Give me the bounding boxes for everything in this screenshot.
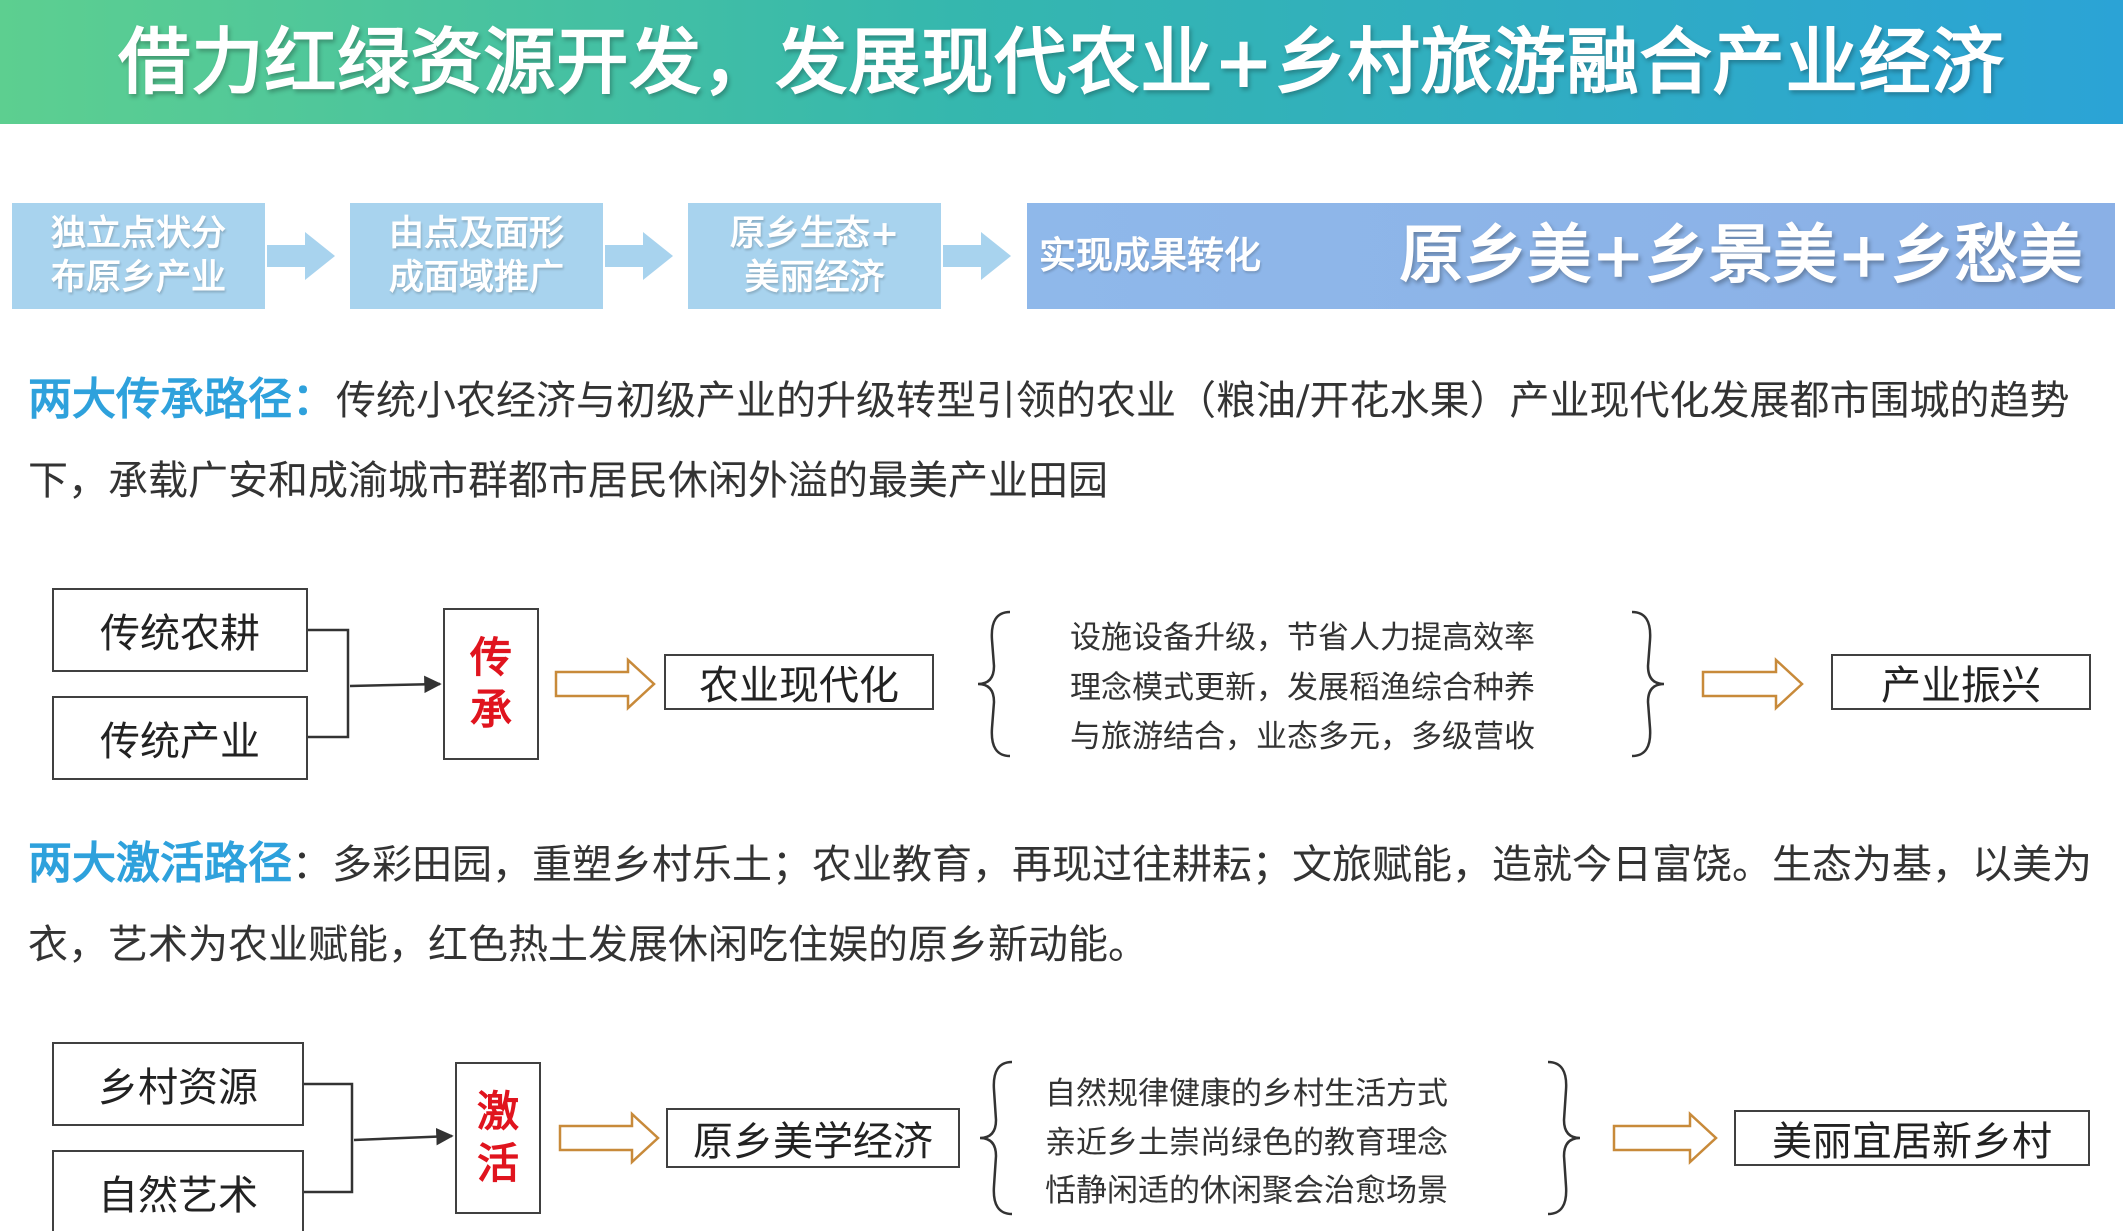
section2-action-char-1: 激	[476, 1087, 519, 1136]
section1-input-2: 传统产业	[52, 696, 308, 780]
section2-detail-list: 自然规律健康的乡村生活方式 亲近乡土崇尚绿色的教育理念 恬静闲适的休闲聚会治愈场…	[1045, 1068, 1448, 1210]
section1-outcome-box: 产业振兴	[1831, 654, 2091, 710]
section2-hollow-arrow-1-icon	[558, 1111, 660, 1165]
section1-keyword: 两大传承路径：	[28, 374, 336, 425]
section2-text: ：多彩田园，重塑乡村乐土；农业教育，再现过往耕耘；文旅赋能，造就今日富饶。生态为…	[28, 842, 2092, 968]
section2-merge-connector	[304, 1082, 454, 1194]
process-step-1: 独立点状分 布原乡产业	[12, 203, 265, 309]
section2-keyword: 两大激活路径	[28, 838, 292, 889]
section2-hollow-arrow-2-icon	[1612, 1111, 1718, 1165]
process-step-2: 由点及面形 成面域推广	[350, 203, 603, 309]
process-result: 实现成果转化 原乡美+乡景美+乡愁美	[1027, 203, 2115, 309]
process-step-3-line2: 美丽经济	[744, 258, 885, 298]
section1-action-char-2: 承	[469, 685, 512, 734]
section1-detail-3: 与旅游结合，业态多元，多级营收	[1070, 719, 1535, 755]
section1-right-brace-icon	[1631, 610, 1665, 758]
section1-detail-2: 理念模式更新，发展稻渔综合种养	[1070, 669, 1535, 706]
section1-action-char-1: 传	[469, 633, 512, 682]
section1-input-1: 传统农耕	[52, 588, 308, 672]
process-step-3: 原乡生态+ 美丽经济	[688, 203, 941, 309]
section1-text: 传统小农经济与初级产业的升级转型引领的农业（粮油/开花水果）产业现代化发展都市围…	[28, 378, 2070, 504]
section1-middle-box: 农业现代化	[664, 654, 934, 710]
page-title: 借力红绿资源开发，发展现代农业+乡村旅游融合产业经济	[118, 19, 2005, 104]
section1-merge-connector	[308, 628, 442, 739]
process-step-1-line2: 布原乡产业	[50, 258, 226, 298]
section2-outcome-box: 美丽宜居新乡村	[1734, 1110, 2090, 1166]
section2-right-brace-icon	[1547, 1060, 1581, 1216]
section2-middle-box: 原乡美学经济	[666, 1108, 960, 1168]
process-result-slogan: 原乡美+乡景美+乡愁美	[1399, 218, 2083, 293]
process-step-1-line1: 独立点状分	[50, 214, 226, 254]
header-banner: 借力红绿资源开发，发展现代农业+乡村旅游融合产业经济	[0, 0, 2123, 124]
section1-paragraph: 两大传承路径：传统小农经济与初级产业的升级转型引领的农业（粮油/开花水果）产业现…	[28, 360, 2103, 521]
section1-hollow-arrow-2-icon	[1701, 657, 1804, 711]
section2-input-2: 自然艺术	[52, 1150, 304, 1231]
process-step-3-line1: 原乡生态+	[729, 214, 900, 254]
process-step-2-line2: 成面域推广	[388, 258, 564, 298]
section2-input-1: 乡村资源	[52, 1042, 304, 1126]
process-arrow-2-icon	[605, 232, 675, 280]
section1-left-brace-icon	[977, 610, 1011, 758]
section2-action-box: 激 活	[455, 1062, 541, 1214]
process-arrow-3-icon	[943, 232, 1013, 280]
section2-left-brace-icon	[979, 1060, 1013, 1216]
section2-detail-2: 亲近乡土崇尚绿色的教育理念	[1045, 1124, 1448, 1161]
section1-detail-1: 设施设备升级，节省人力提高效率	[1070, 620, 1535, 656]
process-step-2-line1: 由点及面形	[388, 214, 564, 254]
section2-detail-1: 自然规律健康的乡村生活方式	[1045, 1076, 1448, 1112]
section2-action-char-2: 活	[476, 1139, 519, 1188]
section2-detail-3: 恬静闲适的休闲聚会治愈场景	[1045, 1173, 1448, 1209]
process-result-label: 实现成果转化	[1039, 234, 1261, 277]
process-arrow-1-icon	[267, 232, 337, 280]
section1-action-box: 传 承	[443, 608, 539, 760]
section1-hollow-arrow-1-icon	[554, 657, 656, 711]
section2-paragraph: 两大激活路径：多彩田园，重塑乡村乐土；农业教育，再现过往耕耘；文旅赋能，造就今日…	[28, 824, 2103, 985]
section1-detail-list: 设施设备升级，节省人力提高效率 理念模式更新，发展稻渔综合种养 与旅游结合，业态…	[1070, 612, 1535, 756]
